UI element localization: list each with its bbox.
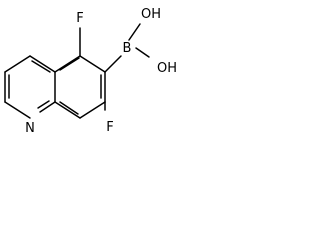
boron-oh-bond-top xyxy=(128,23,141,41)
double-bond-inner xyxy=(59,57,80,71)
ring-bond xyxy=(54,101,81,119)
double-bond-inner xyxy=(59,101,79,115)
nitrogen-label: N xyxy=(25,121,35,136)
double-bond-inner xyxy=(37,100,50,109)
chemical-structure-diagram: F N F B OH OH xyxy=(4,7,177,136)
ring-bond xyxy=(29,55,56,73)
ring-bond xyxy=(79,101,106,119)
boron-oh-bond-right xyxy=(135,47,150,58)
hydroxyl-top-label: OH xyxy=(141,7,161,22)
bond-layer xyxy=(4,23,150,119)
structure-canvas: F N F B OH OH xyxy=(0,0,229,136)
double-bond-inner xyxy=(31,60,51,73)
boron-label: B xyxy=(123,41,132,56)
ring-bond xyxy=(39,101,56,113)
boron-bond xyxy=(104,55,122,73)
ring-bond xyxy=(4,101,31,119)
fluorine-top-label: F xyxy=(76,11,83,26)
hydroxyl-right-label: OH xyxy=(157,61,177,76)
ring-bond xyxy=(4,55,31,73)
label-layer: F N F B OH OH xyxy=(25,7,177,136)
fluorine-bottom-label: F xyxy=(106,120,113,135)
ring-bond xyxy=(54,55,81,73)
ring-bond xyxy=(79,55,106,73)
